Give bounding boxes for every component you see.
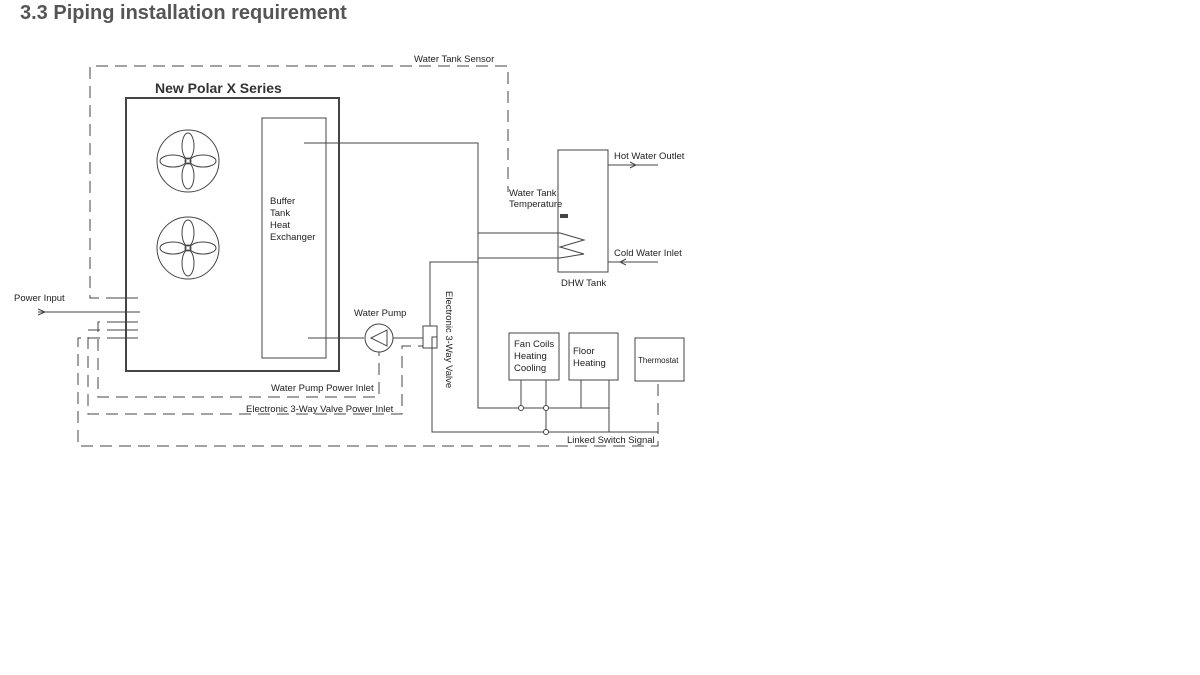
- power-input-arrow-icon: [37, 308, 47, 316]
- pump-triangle: [369, 329, 388, 347]
- thermostat-label: Thermostat: [638, 356, 679, 365]
- hot-water-outlet-label: Hot Water Outlet: [614, 151, 685, 162]
- heat-pump-unit: [125, 97, 340, 372]
- junction: [543, 405, 549, 411]
- water-tank-temperature-label-1: Water Tank: [509, 188, 557, 199]
- buffer-tank-label-1: Buffer: [270, 196, 295, 207]
- floor-heating-label-2: Heating: [573, 358, 606, 369]
- cold-water-inlet-label: Cold Water Inlet: [614, 248, 682, 259]
- fan-coils-label-1: Fan Coils: [514, 339, 554, 350]
- floor-heating-box: [568, 332, 619, 381]
- buffer-tank: [261, 117, 327, 359]
- hot-water-arrow-icon: [629, 161, 638, 169]
- water-pump-label: Water Pump: [354, 308, 406, 319]
- valve-power-inlet-label: Electronic 3-Way Valve Power Inlet: [246, 404, 394, 415]
- water-tank-sensor-wire: [89, 65, 509, 299]
- fan-icon: [156, 216, 220, 280]
- fan-coils-label-2: Heating: [514, 351, 547, 362]
- junction: [543, 429, 549, 435]
- fan-coils-label-3: Cooling: [514, 363, 546, 374]
- buffer-tank-label-4: Exchanger: [270, 232, 315, 243]
- junction: [518, 405, 524, 411]
- dhw-tank-label: DHW Tank: [561, 278, 606, 289]
- water-tank-temperature-label-2: Temperature: [509, 199, 562, 210]
- water-pump-icon: [364, 323, 394, 353]
- buffer-tank-label-2: Tank: [270, 208, 290, 219]
- cold-water-arrow-icon: [618, 258, 627, 266]
- water-pump-power-wire: [97, 321, 380, 398]
- dhw-tank: [557, 149, 609, 273]
- power-input-label: Power Input: [14, 293, 65, 304]
- linked-switch-signal-wire: [77, 337, 659, 447]
- water-tank-temperature-sensor: [560, 214, 568, 218]
- valve-power-wire: [87, 329, 423, 415]
- linked-switch-signal-label: Linked Switch Signal: [567, 435, 655, 446]
- three-way-valve-label: Electronic 3-Way Valve: [443, 291, 454, 388]
- thermostat-box: [634, 337, 685, 382]
- valve-pipe-up: [429, 258, 479, 326]
- fan-coils-box: [508, 332, 560, 381]
- water-tank-sensor-label: Water Tank Sensor: [414, 54, 494, 65]
- unit-title: New Polar X Series: [155, 80, 282, 96]
- water-pump-power-inlet-label: Water Pump Power Inlet: [271, 383, 374, 394]
- dhw-coil: [558, 232, 586, 259]
- floor-heating-label-1: Floor: [573, 346, 595, 357]
- buffer-tank-label-3: Heat: [270, 220, 290, 231]
- fan-icon: [156, 129, 220, 193]
- supply-pipe: [304, 142, 610, 409]
- section-title: 3.3 Piping installation requirement: [20, 2, 347, 24]
